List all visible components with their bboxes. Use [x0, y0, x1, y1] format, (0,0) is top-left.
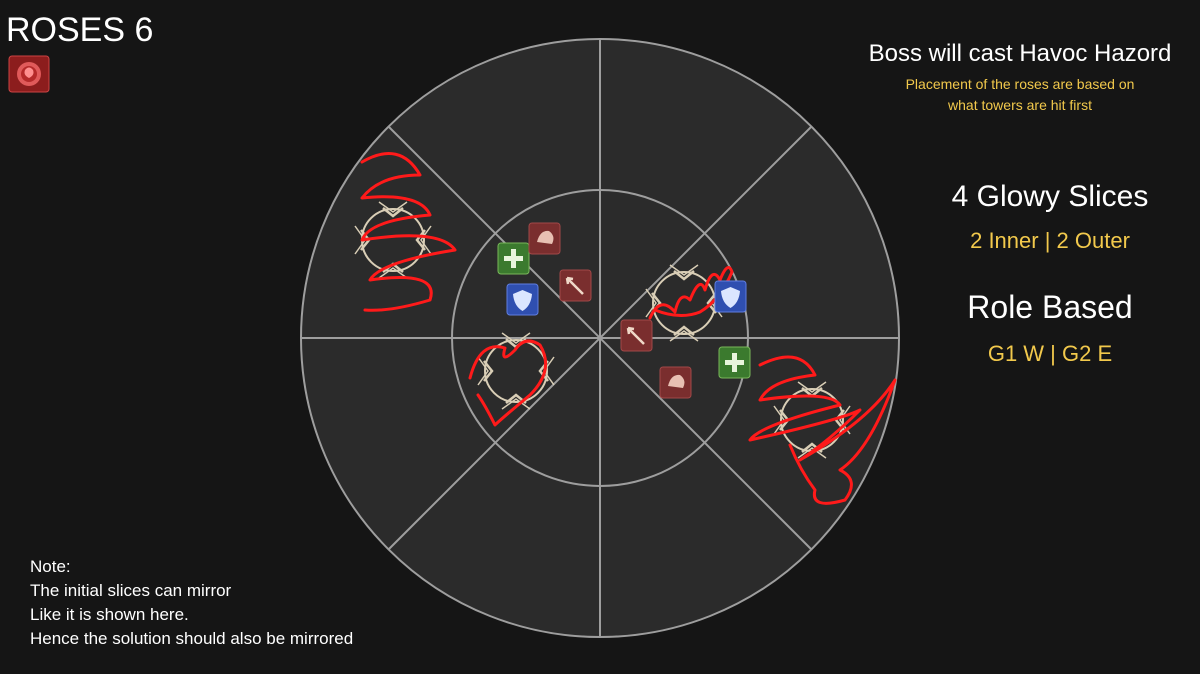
mechanic-heading: Boss will cast Havoc Hazord [868, 40, 1172, 67]
arena-slice-lines [301, 39, 899, 637]
mechanic-subtext-line: what towers are hit first [948, 97, 1092, 113]
mechanic-header: Boss will cast Havoc Hazord Placement of… [840, 40, 1200, 116]
note-line: The initial slices can mirror [30, 581, 232, 600]
tank-icon [714, 280, 747, 313]
glowy-slices-detail: 2 Inner | 2 Outer [970, 228, 1130, 253]
scribble-highlight [360, 152, 897, 505]
note-line: Hence the solution should also be mirror… [30, 629, 354, 648]
rose-debuff-icon [8, 55, 50, 93]
mechanic-subtext: Placement of the roses are based on what… [840, 74, 1200, 116]
tank-icon [506, 283, 539, 316]
note-line: Like it is shown here. [30, 605, 189, 624]
healer-icon [718, 346, 751, 379]
ranged-dps-icon [559, 269, 592, 302]
role-based-title: Role Based [967, 289, 1133, 325]
page-title: ROSES 6 [6, 11, 154, 49]
note-line: Note: [30, 557, 71, 576]
role-based-detail: G1 W | G2 E [987, 341, 1113, 366]
glowy-slices-title: 4 Glowy Slices [951, 180, 1149, 213]
ranged-dps-icon [620, 319, 653, 352]
mechanic-subtext-line: Placement of the roses are based on [905, 76, 1135, 92]
healer-icon [497, 242, 530, 275]
melee-dps-icon [528, 222, 561, 255]
note-block: Note: The initial slices can mirror Like… [30, 555, 353, 651]
melee-dps-icon [659, 366, 692, 399]
